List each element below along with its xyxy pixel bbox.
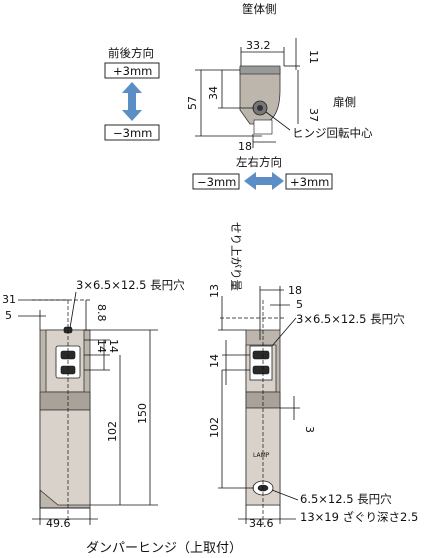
- hinge-pivot-core: [257, 105, 263, 111]
- vertical-adjust-arrow: [122, 82, 142, 121]
- cabinet-side-title: 筐体側: [242, 2, 277, 16]
- minus-3mm-box: [104, 124, 160, 141]
- dim-37: 37: [307, 108, 320, 122]
- dim-18: 18: [238, 140, 252, 153]
- dim-34-6: 34.6: [249, 517, 274, 530]
- dim-18-side: 18: [288, 284, 302, 297]
- dim-14b: 14: [107, 339, 120, 353]
- dim-57: 57: [186, 96, 199, 110]
- front-back-label: 前後方向: [108, 46, 154, 60]
- dim-150: 150: [136, 403, 149, 424]
- front-step: [39, 391, 91, 411]
- front-plus-value: +3mm: [113, 64, 152, 78]
- dim-34: 34: [207, 86, 220, 100]
- lr-minus-box: [192, 173, 240, 190]
- left-right-label: 左右方向: [236, 155, 282, 169]
- dim-49-6: 49.6: [46, 517, 71, 530]
- hinge-foot: [253, 119, 273, 135]
- leader-line: [265, 111, 291, 131]
- oval-hole-label: 6.5×12.5 長円穴: [300, 492, 392, 506]
- dim-11: 11: [307, 50, 320, 64]
- dim-13: 13: [208, 284, 221, 298]
- dim-31: 31: [2, 293, 16, 306]
- plus-3mm-box: [104, 62, 160, 79]
- dim-33-2: 33.2: [246, 39, 271, 52]
- top-view: 筐体側 33.2 11 57 34 37 18 扉側 ヒンジ回転中心 前後方向: [104, 2, 373, 190]
- dim-102-side: 102: [208, 417, 221, 438]
- dim-8-8: 8.8: [95, 304, 108, 322]
- front-view: 31 5 3×6.5×12.5 長円穴 8.8 14 14 102 150 49…: [2, 278, 185, 530]
- front-slot-label: 3×6.5×12.5 長円穴: [76, 278, 185, 292]
- dim-14a: 14: [95, 339, 108, 353]
- front-minus-value: −3mm: [113, 126, 152, 140]
- door-side-label: 扉側: [333, 95, 356, 109]
- side-slot-1: [252, 350, 270, 360]
- horizontal-adjust-arrow: [244, 172, 284, 190]
- dim-14-side: 14: [208, 354, 221, 368]
- counterbore-label: 13×19 ざぐり深さ2.5: [300, 510, 418, 524]
- brand-logo: LAMP: [253, 452, 270, 459]
- top-plate: [239, 65, 281, 75]
- lr-plus-value: +3mm: [290, 175, 329, 189]
- rise-amount-label: せり上がり量: [229, 222, 243, 291]
- lr-plus-box: [285, 173, 333, 190]
- side-slot-2: [252, 365, 270, 375]
- leader-line: [69, 291, 77, 329]
- hinge-center-label: ヒンジ回転中心: [292, 126, 373, 140]
- front-lower-plate: [39, 409, 91, 506]
- lr-minus-value: −3mm: [197, 175, 236, 189]
- leader-line: [271, 317, 297, 347]
- side-slot-label: 3×6.5×12.5 長円穴: [296, 312, 405, 326]
- top-view-part: [239, 67, 281, 125]
- dim-3: 3: [303, 426, 316, 433]
- dim-5-side: 5: [296, 298, 303, 311]
- side-view: せり上がり量 LAMP 13 18 5 3×6.5×12.5 長円穴 14: [208, 222, 418, 530]
- dim-102: 102: [106, 421, 119, 442]
- dim-5: 5: [5, 309, 12, 322]
- leader-line: [271, 489, 299, 501]
- drawing-caption: ダンパーヒンジ（上取付）: [86, 541, 242, 556]
